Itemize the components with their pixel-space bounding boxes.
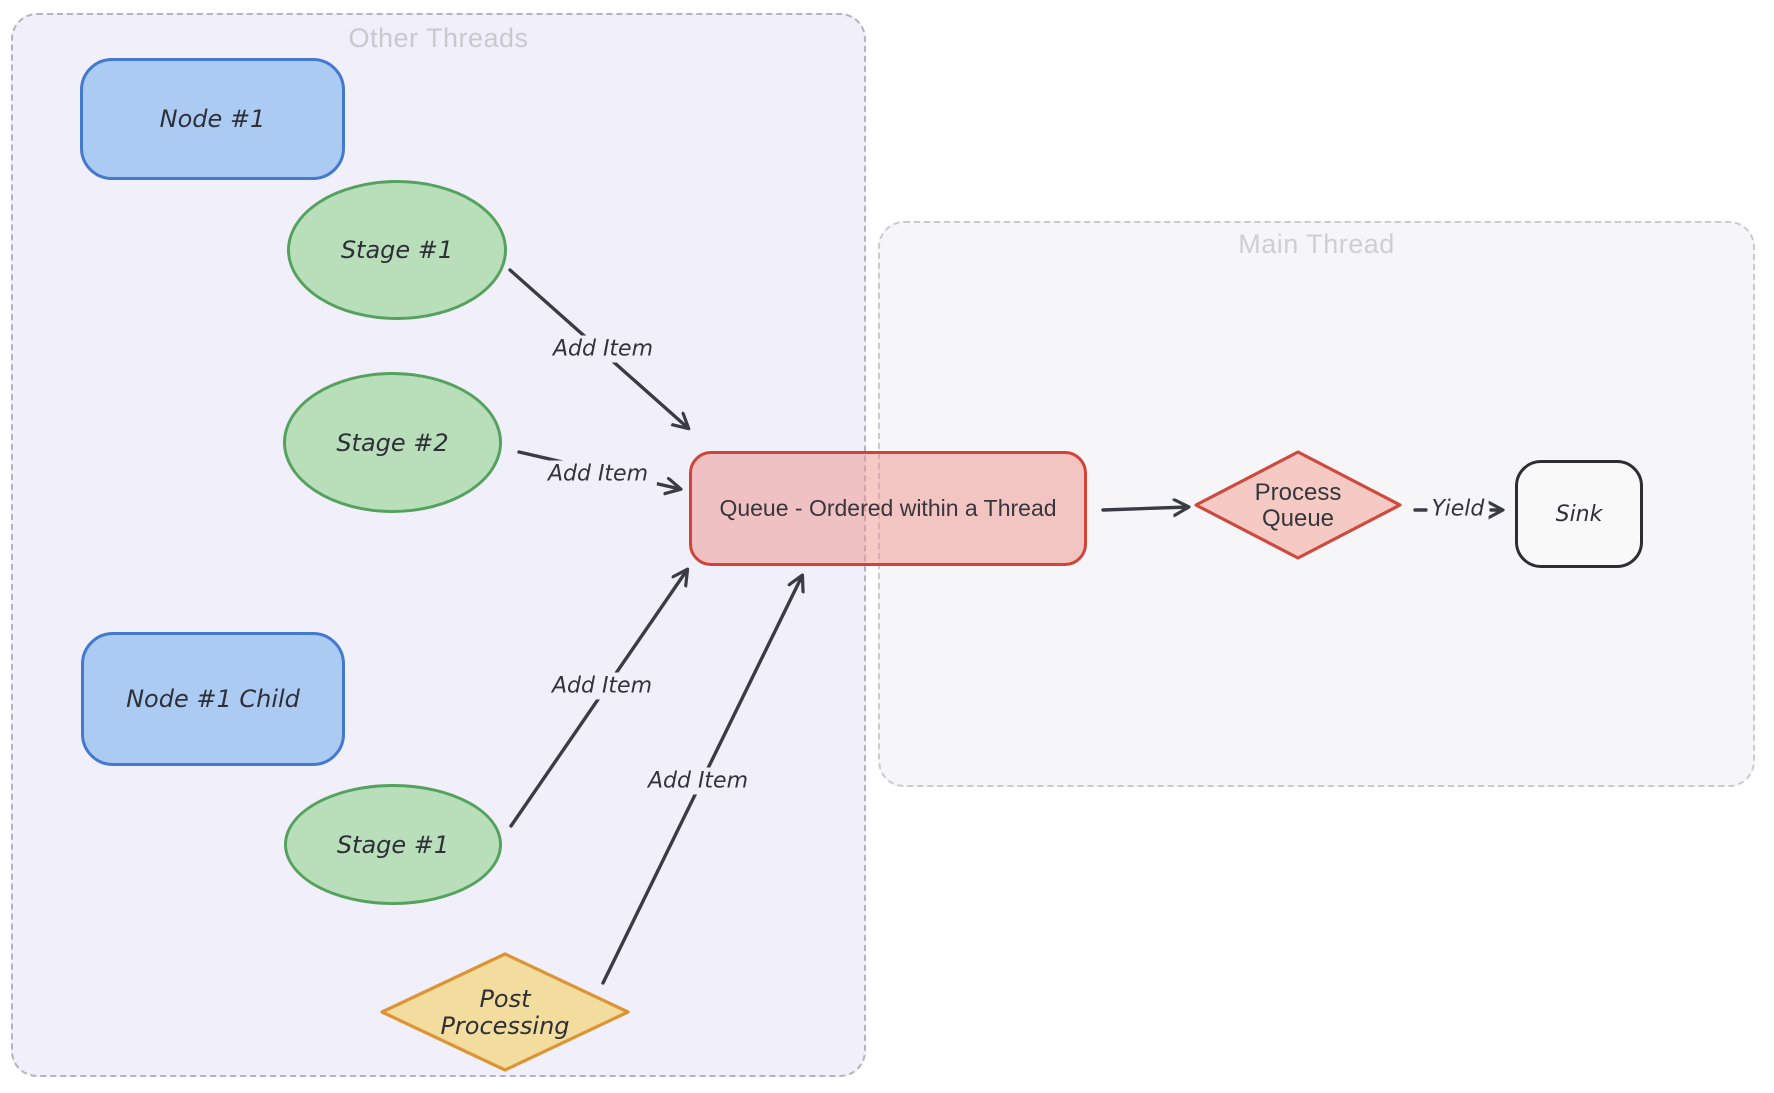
other-threads-title: Other Threads [348, 23, 529, 53]
edge-label-add-item-4: Add Item [638, 767, 758, 795]
stage1-top-ellipse: Stage #1 [287, 180, 507, 320]
node1-child-box: Node #1 Child [81, 632, 345, 766]
stage1-top-label: Stage #1 [340, 236, 454, 264]
sink-label: Sink [1555, 501, 1603, 527]
process-queue-label: Process Queue [1254, 478, 1342, 532]
stage1-bottom-label: Stage #1 [336, 830, 450, 859]
sink-box: Sink [1515, 460, 1643, 568]
edge-label-add-item-3: Add Item [542, 672, 662, 700]
edge-label-add-item-1: Add Item [543, 335, 663, 363]
node1-label: Node #1 [159, 105, 266, 133]
queue-label: Queue - Ordered within a Thread [719, 495, 1057, 521]
node1-child-label: Node #1 Child [126, 685, 300, 713]
node1-box: Node #1 [80, 58, 345, 180]
queue-box: Queue - Ordered within a Thread [689, 451, 1087, 566]
stage1-bottom-ellipse: Stage #1 [284, 784, 502, 905]
stage2-label: Stage #2 [336, 428, 449, 457]
main-thread-title: Main Thread [1238, 229, 1395, 259]
post-processing-label: Post Processing [440, 985, 570, 1040]
stage2-ellipse: Stage #2 [283, 372, 502, 513]
edge-label-yield: Yield [1427, 495, 1489, 523]
edge-label-add-item-2: Add Item [538, 460, 658, 488]
